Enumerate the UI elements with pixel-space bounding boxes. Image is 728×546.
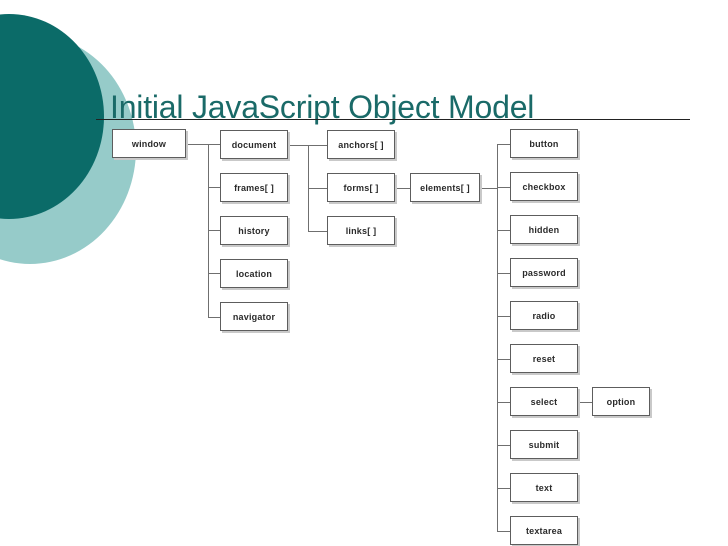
node-label: links[ ]	[345, 225, 377, 236]
tree-connector-line	[497, 402, 510, 403]
tree-connector-line	[395, 188, 410, 189]
tree-connector-line	[288, 145, 308, 146]
node-select: select	[510, 387, 578, 416]
node-forms: forms[ ]	[327, 173, 395, 202]
tree-connector-line	[497, 359, 510, 360]
tree-connector-line	[497, 144, 510, 145]
tree-connector-line	[480, 188, 497, 189]
node-label: document	[231, 139, 277, 150]
node-label: frames[ ]	[234, 182, 274, 193]
tree-connector-line	[208, 144, 220, 145]
node-links: links[ ]	[327, 216, 395, 245]
node-submit: submit	[510, 430, 578, 459]
node-text: text	[510, 473, 578, 502]
node-label: elements[ ]	[420, 182, 470, 193]
node-label: checkbox	[522, 181, 566, 192]
node-location: location	[220, 259, 288, 288]
node-label: forms[ ]	[343, 182, 379, 193]
node-reset: reset	[510, 344, 578, 373]
tree-connector-line	[497, 273, 510, 274]
node-label: option	[606, 396, 636, 407]
tree-connector-line	[186, 144, 208, 145]
tree-connector-line	[308, 188, 327, 189]
tree-connector-line	[497, 144, 498, 531]
tree-connector-line	[308, 145, 327, 146]
node-window: window	[112, 129, 186, 158]
tree-connector-line	[208, 273, 220, 274]
node-label: select	[530, 396, 558, 407]
title-underline-rule	[96, 119, 690, 120]
node-radio: radio	[510, 301, 578, 330]
tree-connector-line	[497, 230, 510, 231]
tree-connector-line	[497, 488, 510, 489]
node-password: password	[510, 258, 578, 287]
tree-connector-line	[578, 402, 592, 403]
tree-connector-line	[497, 316, 510, 317]
tree-connector-line	[497, 187, 510, 188]
node-label: text	[535, 482, 553, 493]
node-hidden: hidden	[510, 215, 578, 244]
node-label: window	[131, 138, 167, 149]
tree-connector-line	[208, 187, 220, 188]
node-anchors: anchors[ ]	[327, 130, 395, 159]
node-textarea: textarea	[510, 516, 578, 545]
node-option: option	[592, 387, 650, 416]
node-checkbox: checkbox	[510, 172, 578, 201]
tree-connector-line	[497, 531, 510, 532]
tree-connector-line	[497, 445, 510, 446]
node-label: anchors[ ]	[338, 139, 384, 150]
node-label: submit	[528, 439, 560, 450]
node-label: hidden	[528, 224, 560, 235]
node-label: radio	[532, 310, 556, 321]
node-frames: frames[ ]	[220, 173, 288, 202]
node-elements: elements[ ]	[410, 173, 480, 202]
tree-connector-line	[308, 231, 327, 232]
node-label: history	[238, 225, 270, 236]
node-button: button	[510, 129, 578, 158]
node-label: button	[529, 138, 559, 149]
node-navigator: navigator	[220, 302, 288, 331]
tree-connector-line	[208, 230, 220, 231]
tree-connector-line	[208, 317, 220, 318]
node-label: password	[522, 267, 566, 278]
node-document: document	[220, 130, 288, 159]
node-label: reset	[532, 353, 556, 364]
node-history: history	[220, 216, 288, 245]
node-label: textarea	[525, 525, 563, 536]
node-label: location	[235, 268, 273, 279]
node-label: navigator	[232, 311, 276, 322]
